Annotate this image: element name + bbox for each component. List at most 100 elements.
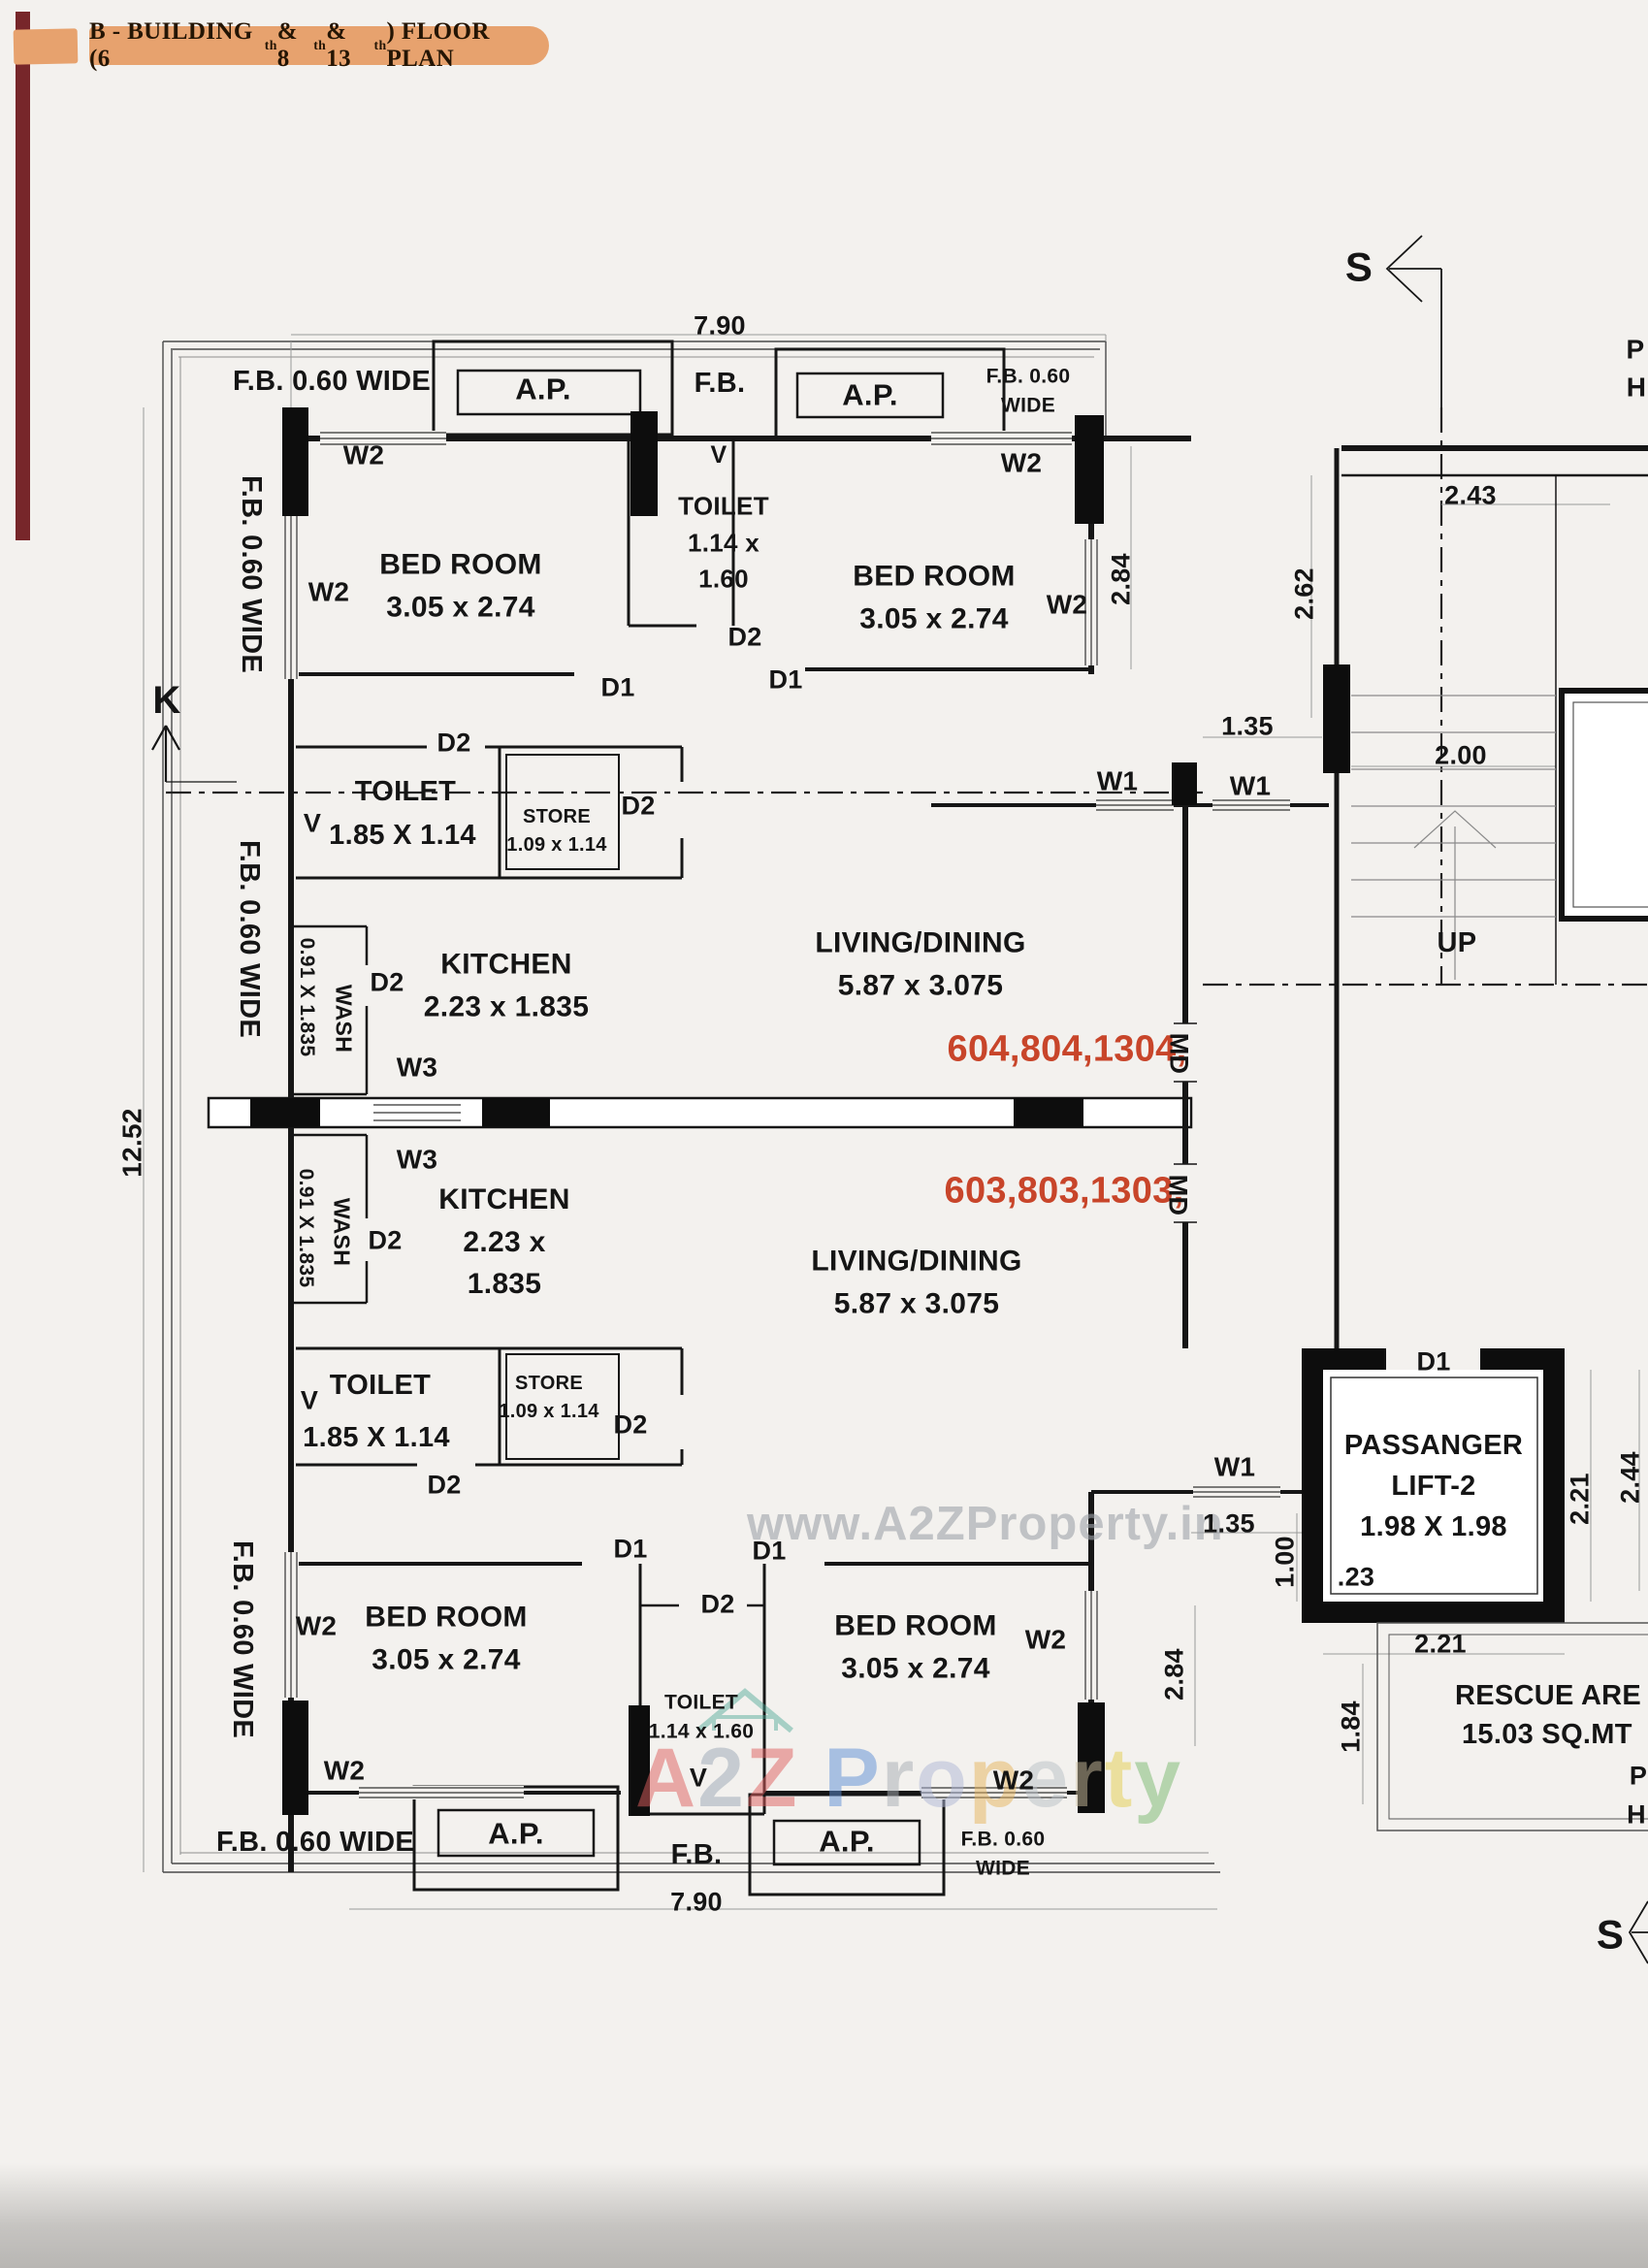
dim-221-bot: 2.21 [1414,1629,1467,1659]
dim-184: 1.84 [1336,1701,1366,1753]
dim-023: .23 [1337,1562,1375,1592]
md-1: MD [1164,1032,1194,1075]
fb-bot-left: F.B. 0.60 WIDE [215,1826,415,1858]
bedroom-top-right: BED ROOM 3.05 x 2.74 [853,560,1016,635]
fb-bot-right: F.B. 0.60 WIDE [960,1828,1046,1880]
kitchen-low: KITCHEN 2.23 x 1.835 [438,1183,570,1300]
house-icon [696,1688,793,1733]
brand-watermark-text: A2Z Property [635,1732,1183,1825]
dim-toilet-low: 1.85 X 1.14 [303,1421,450,1453]
dim-243: 2.43 [1444,480,1497,510]
ap-top-left: A.P. [515,372,571,406]
d1-1: D1 [600,672,635,702]
section-s-bottom-marker [1628,1900,1648,1964]
lift-label: PASSANGER LIFT-2 1.98 X 1.98 [1343,1429,1524,1543]
dim-135-1: 1.35 [1221,711,1274,741]
w2-4: W2 [1046,589,1088,620]
w2-2: W2 [1000,447,1043,478]
s-marker-bot-label: S [1596,1911,1625,1958]
fb-left-3: F.B. 0.60 WIDE [227,1539,259,1739]
up-label: UP [1437,926,1477,958]
p-cut-2: P [1629,1761,1648,1791]
rescue-area-outline [1376,1622,1648,1831]
living-up: LIVING/DINING 5.87 x 3.075 [815,926,1026,1002]
d1-2: D1 [768,664,803,695]
dim-200: 2.00 [1435,740,1487,770]
bedroom-bot-left: BED ROOM 3.05 x 2.74 [365,1601,528,1676]
kitchen-up: KITCHEN 2.23 x 1.835 [423,948,590,1023]
dim-wash-up: 0.91 X 1.835 [296,937,319,1057]
scan-shadow [0,2163,1648,2268]
w1-2: W1 [1229,770,1272,801]
dim-284-1: 2.84 [1106,553,1136,605]
w3-1: W3 [396,1052,438,1083]
w2-3: W2 [307,576,350,607]
d2-8: D2 [700,1589,735,1619]
units-604: 604,804,1304, [947,1028,1187,1070]
fb-left-1: F.B. 0.60 WIDE [236,474,268,674]
h-cut-2: H [1627,1799,1646,1830]
ap-bot-right: A.P. [819,1824,875,1859]
v-4: V [689,1763,708,1793]
w1-3: W1 [1213,1451,1256,1482]
store-low: STORE 1.09 x 1.14 [499,1373,599,1422]
fb-top-mid: F.B. [694,367,746,399]
windows [283,431,1290,1799]
toilet-bot: TOILET 1.14 x 1.60 [648,1691,755,1743]
ap-top-right: A.P. [842,377,898,412]
dim-262: 2.62 [1289,567,1319,620]
fb-bot-mid: F.B. [670,1838,723,1870]
d2-5: D2 [368,1225,403,1255]
md-2: MD [1163,1174,1193,1216]
north-k-marker [151,725,237,783]
bedroom-bot-right: BED ROOM 3.05 x 2.74 [834,1609,997,1685]
units-603: 603,803,1303, [944,1170,1184,1212]
bedroom-top-left: BED ROOM 3.05 x 2.74 [379,548,542,624]
d1-lift: D1 [1416,1346,1451,1377]
w3-2: W3 [396,1144,438,1175]
d1-4: D1 [752,1536,787,1566]
dim-135-2: 1.35 [1203,1508,1255,1539]
d2-1: D2 [727,622,762,652]
w2-1: W2 [342,439,385,470]
dim-wash-low: 0.91 X 1.835 [295,1168,318,1288]
section-s-top-marker [1385,235,1442,407]
lift-shaft [1302,1348,1565,1623]
w2-6: W2 [1024,1624,1067,1655]
dimension-lines [143,334,1640,1910]
s-marker-top-label: S [1344,243,1373,290]
dim-221-right: 2.21 [1565,1473,1595,1525]
duct-box [1559,688,1648,922]
v-2: V [303,808,322,838]
w2-5: W2 [295,1610,338,1641]
living-low: LIVING/DINING 5.87 x 3.075 [811,1245,1022,1320]
dim-284-2: 2.84 [1159,1648,1189,1701]
page-spine-strip [16,12,30,540]
dim-790-top: 7.90 [694,310,746,340]
rescue-line-2: 15.03 SQ.MT [1462,1718,1632,1750]
wash-up: WASH [331,984,357,1053]
toilet-mid-low: TOILET [329,1369,432,1401]
toilet-mid-up: TOILET [354,775,457,807]
w2-7: W2 [323,1755,366,1786]
fb-top-right: F.B. 0.60 WIDE [986,365,1071,417]
balcony-inner-lines [178,356,1209,1855]
w2-8: W2 [992,1765,1035,1796]
v-3: V [300,1385,319,1415]
d2-3: D2 [621,791,656,821]
d1-3: D1 [613,1534,648,1564]
dim-1252: 12.52 [116,1108,147,1178]
h-cut-1: H [1626,372,1647,403]
wash-low: WASH [329,1197,355,1267]
rescue-line-1: RESCUE ARE [1455,1679,1642,1711]
columns [250,407,1350,1816]
w1-1: W1 [1096,765,1139,796]
v-1: V [710,440,727,469]
k-marker-label: K [152,679,181,722]
dim-toilet-up: 1.85 X 1.14 [329,819,476,851]
dim-790-bot: 7.90 [670,1887,723,1917]
store-up: STORE 1.09 x 1.14 [506,806,607,856]
